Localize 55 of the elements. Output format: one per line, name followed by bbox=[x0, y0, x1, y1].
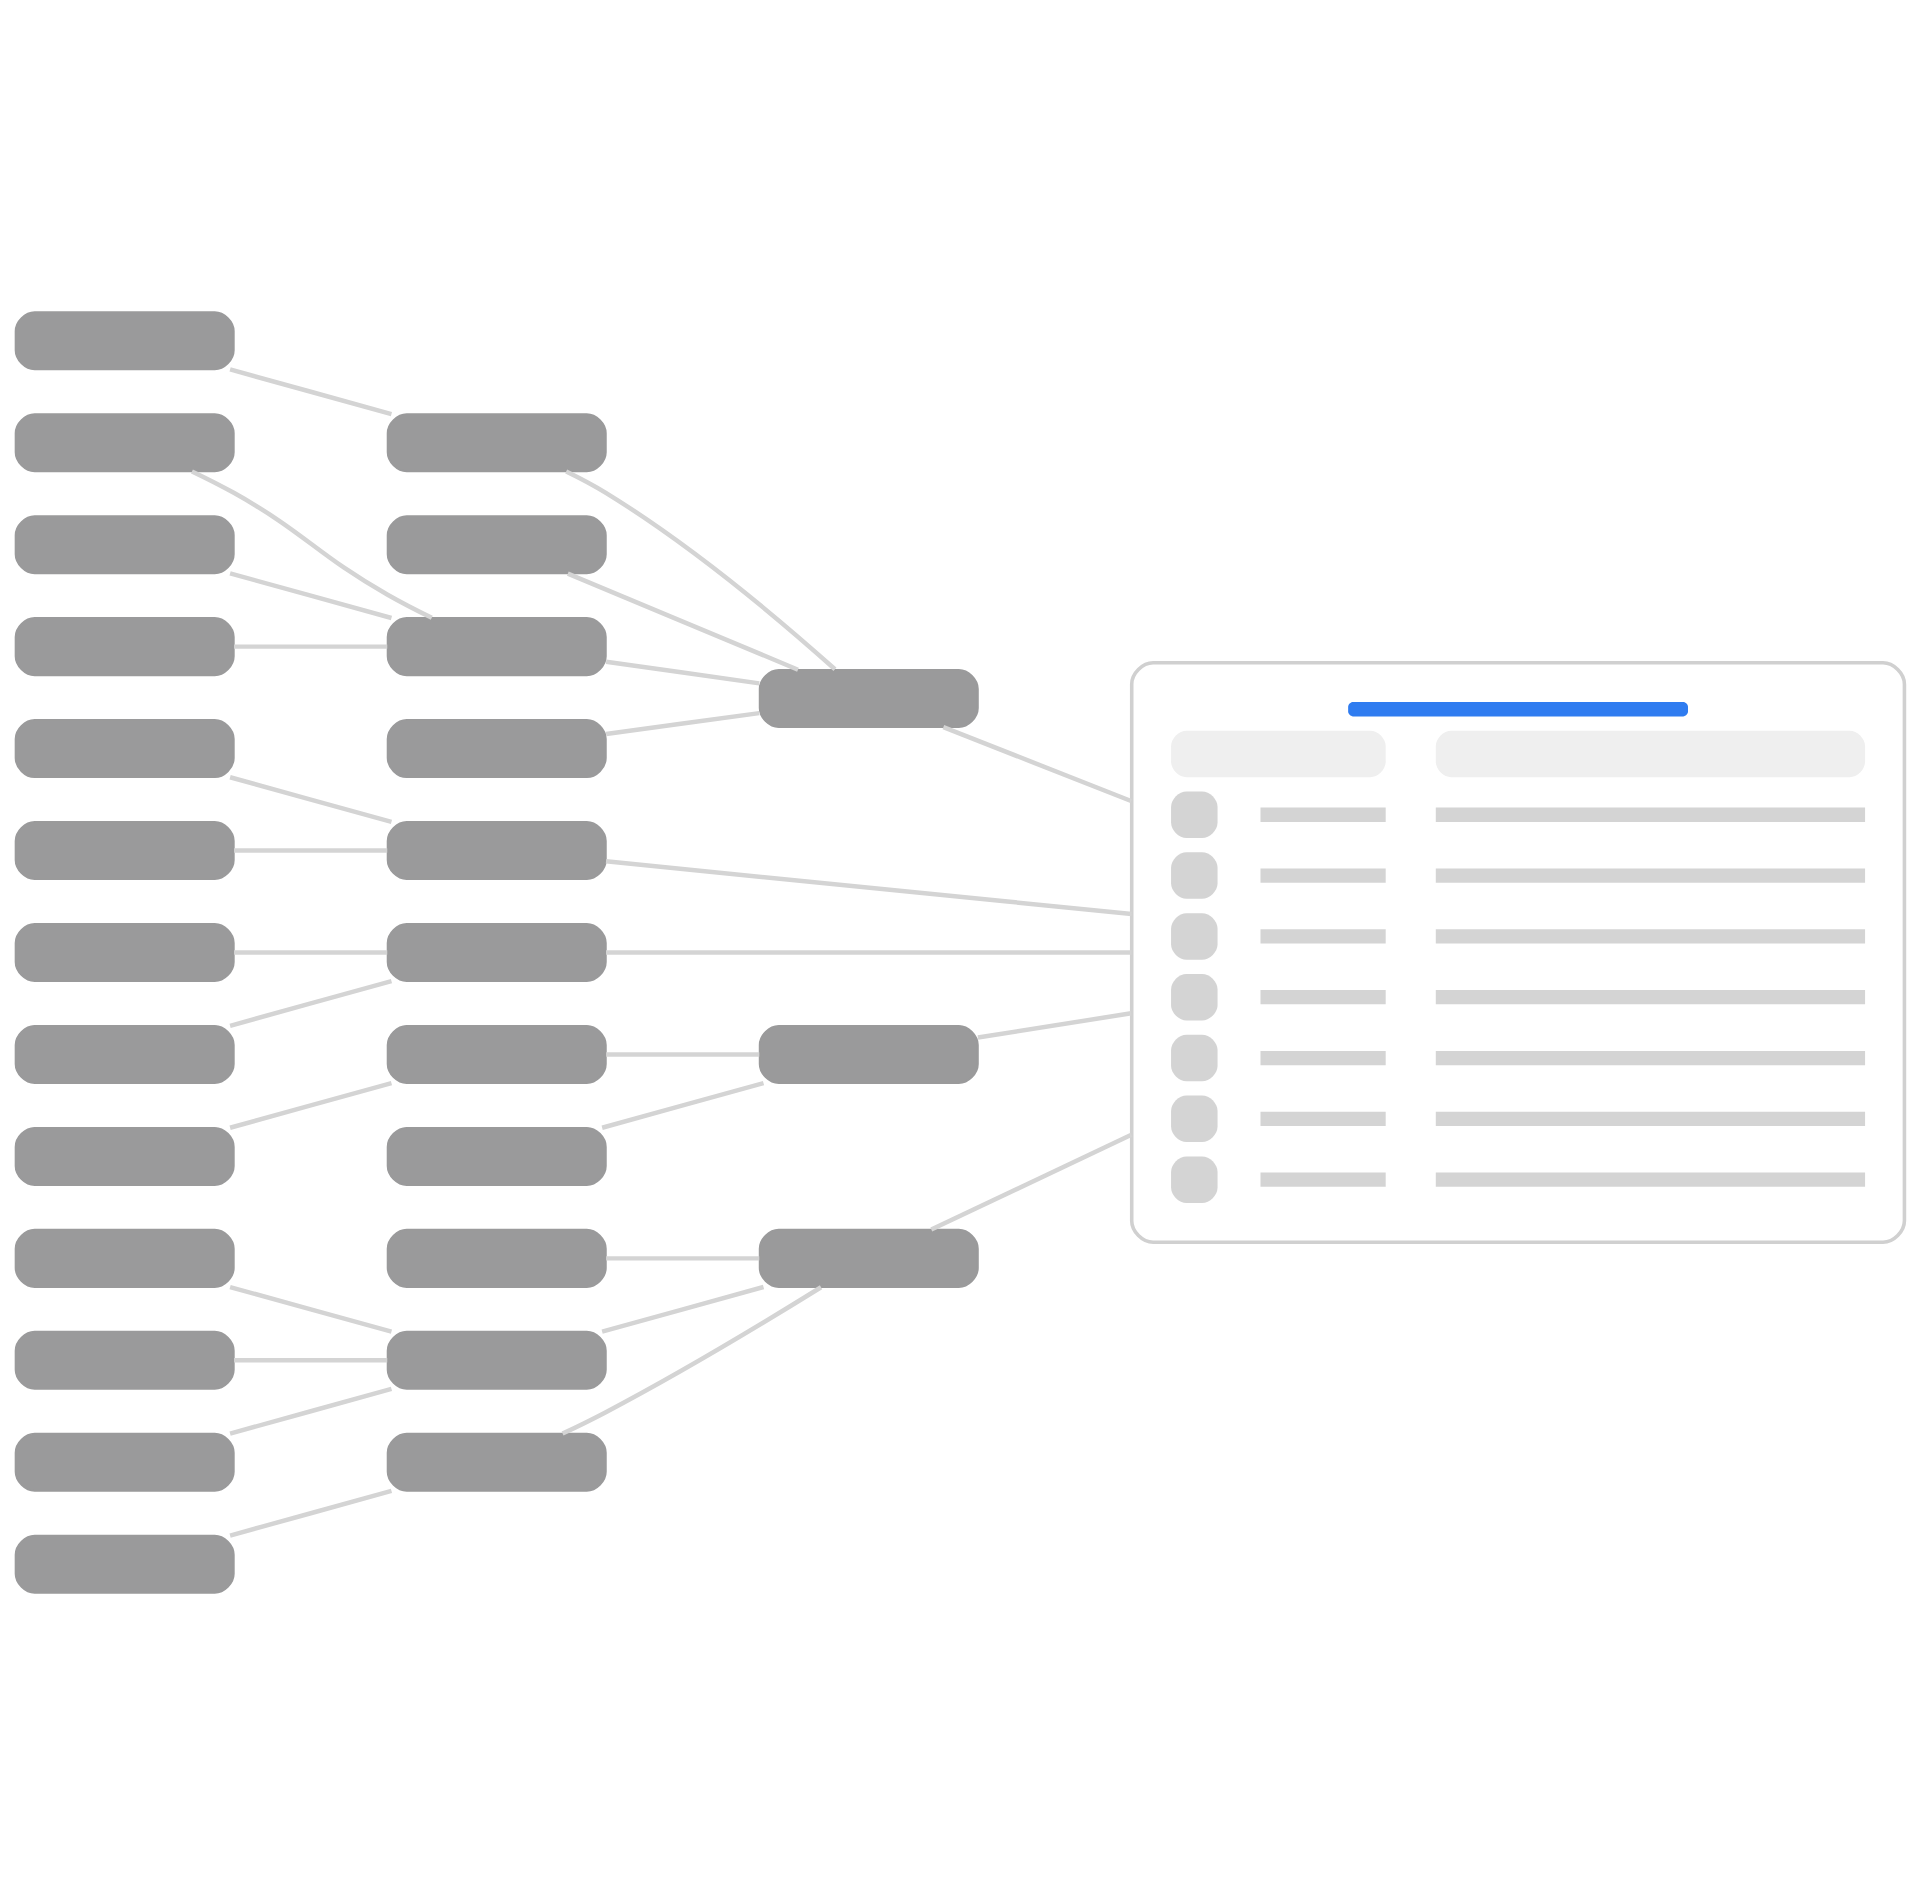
node-box bbox=[14, 1330, 235, 1390]
node-box bbox=[386, 1228, 607, 1288]
connector bbox=[191, 468, 433, 620]
connector bbox=[229, 366, 393, 416]
connector bbox=[229, 774, 393, 824]
connector bbox=[229, 1080, 393, 1130]
node-box bbox=[14, 1126, 235, 1186]
node-box bbox=[758, 668, 979, 728]
connector bbox=[605, 710, 760, 736]
node-box bbox=[14, 820, 235, 880]
connector bbox=[561, 1284, 823, 1436]
node-box bbox=[14, 718, 235, 778]
node-box bbox=[386, 1330, 607, 1390]
node-box bbox=[758, 1228, 979, 1288]
connector bbox=[606, 1051, 760, 1057]
node-box bbox=[386, 616, 607, 676]
connector bbox=[977, 1010, 1132, 1040]
connector bbox=[606, 1255, 760, 1261]
node-box bbox=[14, 1228, 235, 1288]
connector bbox=[601, 1080, 765, 1130]
connector bbox=[229, 570, 393, 620]
connector bbox=[565, 468, 837, 671]
node-box bbox=[14, 1432, 235, 1492]
connector bbox=[234, 949, 388, 955]
connector bbox=[606, 949, 1132, 955]
connector bbox=[930, 1132, 1133, 1232]
node-box bbox=[386, 922, 607, 982]
node-box bbox=[14, 922, 235, 982]
connector bbox=[234, 643, 388, 649]
node-box bbox=[386, 1126, 607, 1186]
connector bbox=[229, 1386, 393, 1436]
node-picture bbox=[1129, 660, 1907, 1244]
node-box bbox=[14, 1024, 235, 1084]
connector bbox=[229, 1284, 393, 1334]
connector bbox=[942, 724, 1132, 803]
node-box bbox=[386, 514, 607, 574]
connector bbox=[234, 1357, 388, 1363]
node-box bbox=[386, 412, 607, 472]
connector bbox=[566, 571, 799, 672]
node-box bbox=[386, 1024, 607, 1084]
connector bbox=[234, 847, 388, 853]
node-box bbox=[14, 514, 235, 574]
node-box bbox=[14, 310, 235, 370]
node-box bbox=[386, 1432, 607, 1492]
node-box bbox=[14, 412, 235, 472]
connector bbox=[229, 978, 393, 1028]
node-box bbox=[386, 718, 607, 778]
node-box bbox=[14, 616, 235, 676]
connector bbox=[605, 659, 760, 686]
node-box bbox=[758, 1024, 979, 1084]
connector bbox=[229, 1488, 393, 1538]
node-box bbox=[14, 1534, 235, 1594]
connector bbox=[605, 858, 1132, 916]
connector bbox=[601, 1284, 765, 1334]
node-box bbox=[386, 820, 607, 880]
